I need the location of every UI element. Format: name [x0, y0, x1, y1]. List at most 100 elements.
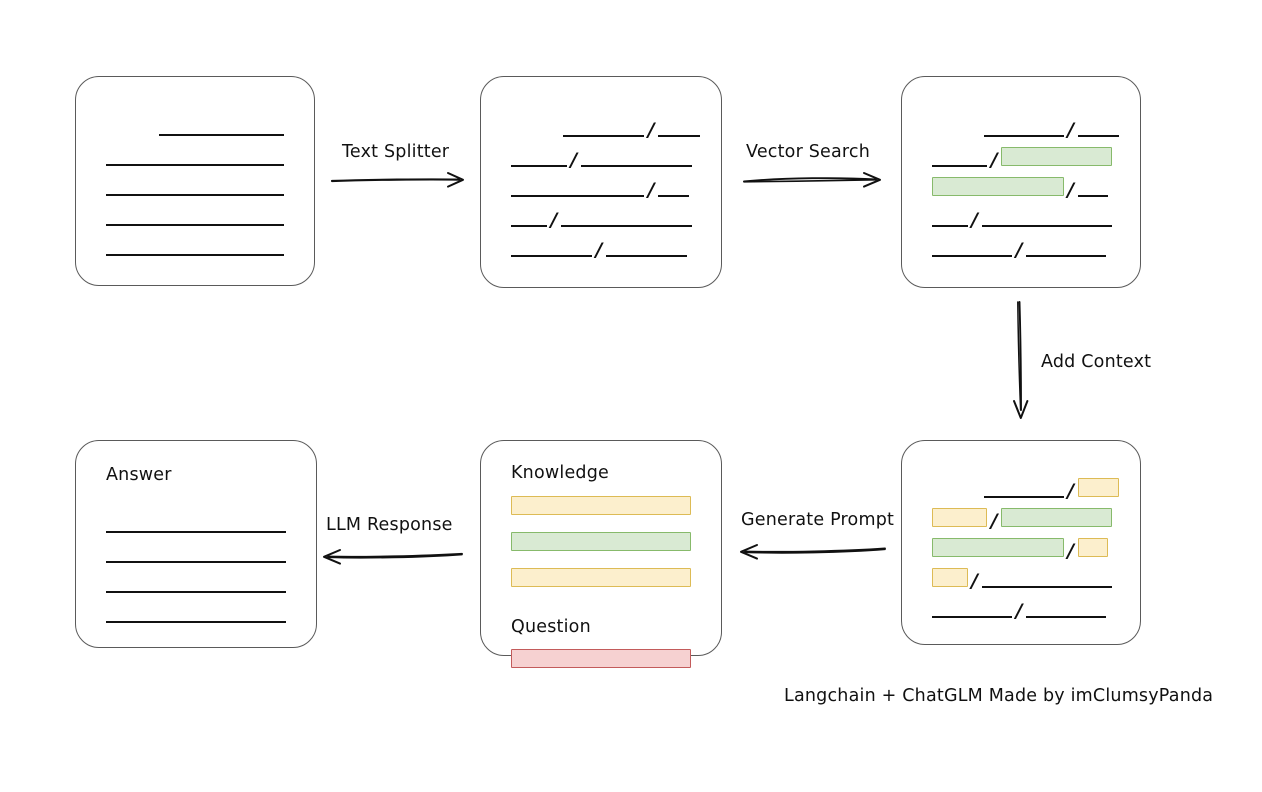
- node-prompt[interactable]: Knowledge Question: [480, 440, 722, 668]
- text-rule: [658, 182, 689, 197]
- prompt-content: Knowledge Question: [511, 441, 691, 668]
- arrow-down-icon: [1013, 301, 1029, 419]
- edge-vector-search: Vector Search: [742, 142, 887, 190]
- doc-line: /: [932, 468, 1119, 502]
- arrow-right-icon: [330, 172, 464, 188]
- doc-line: [106, 503, 286, 533]
- text-rule: [511, 152, 567, 167]
- doc-line: [106, 106, 284, 136]
- doc-line: [106, 563, 286, 593]
- text-rule: [511, 182, 645, 197]
- chunk-separator-slash: /: [971, 209, 979, 231]
- answer-label: Answer: [106, 465, 172, 485]
- text-rule: [1077, 122, 1119, 137]
- chunk-separator-slash: /: [971, 569, 979, 592]
- context-chunk-highlight: [1077, 537, 1108, 557]
- edge-llm-response-label: LLM Response: [326, 515, 453, 535]
- doc-line: /: [932, 588, 1110, 622]
- text-rule: [983, 483, 1064, 498]
- text-rule: [932, 242, 1013, 257]
- text-rule: [1026, 603, 1107, 618]
- edge-add-context: Add Context: [1008, 300, 1188, 425]
- doc-line: /: [932, 167, 1110, 200]
- node-matched-chunks[interactable]: /////: [901, 76, 1141, 288]
- doc-line: /: [932, 197, 1112, 231]
- doc-line: /: [932, 558, 1112, 592]
- node-context-chunks[interactable]: / / / / /: [901, 440, 1141, 645]
- node-split-chunks[interactable]: / / / / /: [480, 76, 722, 288]
- doc-line: /: [511, 197, 693, 231]
- chunk-separator-slash: /: [550, 209, 558, 231]
- doc-line: [106, 196, 284, 226]
- doc-line: /: [932, 107, 1119, 140]
- matched-chunk-highlight: [1001, 147, 1112, 166]
- text-rule: [606, 242, 687, 257]
- doc-line: /: [511, 167, 691, 201]
- text-rule: [159, 121, 284, 136]
- doc-line: [106, 166, 284, 196]
- knowledge-bar: [511, 568, 691, 587]
- edge-generate-prompt-label: Generate Prompt: [741, 510, 895, 530]
- context-chunk-highlight: [1077, 477, 1119, 497]
- text-rule: [983, 122, 1064, 137]
- source-document-lines: [106, 77, 284, 285]
- knowledge-bar: [511, 532, 691, 551]
- doc-line: [106, 136, 284, 166]
- matched-chunk-highlight: [932, 177, 1064, 196]
- chunk-separator-slash: /: [1015, 599, 1023, 622]
- chunk-separator-slash: /: [647, 119, 655, 141]
- text-rule: [981, 212, 1112, 227]
- knowledge-bar: [511, 496, 691, 515]
- text-rule: [106, 181, 284, 196]
- text-rule: [106, 518, 286, 533]
- text-rule: [1077, 182, 1108, 197]
- edge-generate-prompt: Generate Prompt: [735, 510, 894, 562]
- chunk-separator-slash: /: [647, 179, 655, 201]
- doc-line: /: [932, 498, 1112, 532]
- text-rule: [932, 212, 968, 227]
- node-answer[interactable]: Answer: [75, 440, 317, 648]
- text-rule: [106, 548, 286, 563]
- text-rule: [580, 152, 693, 167]
- chunk-separator-slash: /: [570, 149, 578, 171]
- arrow-right-icon: [743, 172, 881, 188]
- doc-line: /: [932, 227, 1110, 261]
- edge-llm-response: LLM Response: [318, 515, 468, 567]
- doc-line: /: [511, 227, 691, 261]
- chunk-separator-slash: /: [1015, 239, 1023, 261]
- prompt-knowledge-bars: [511, 496, 691, 605]
- edge-text-splitter: Text Splitter: [330, 142, 470, 190]
- doc-line: [106, 533, 286, 563]
- text-rule: [106, 241, 284, 256]
- doc-line: [106, 593, 286, 623]
- edge-text-splitter-label: Text Splitter: [342, 142, 450, 162]
- text-rule: [1026, 242, 1107, 257]
- doc-line: /: [932, 528, 1110, 562]
- doc-line: /: [932, 137, 1112, 170]
- doc-line: /: [511, 107, 700, 141]
- prompt-question-bars: [511, 649, 691, 686]
- question-bar: [511, 649, 691, 668]
- edge-add-context-label: Add Context: [1041, 352, 1152, 372]
- node-source-document[interactable]: [75, 76, 315, 286]
- answer-lines: [106, 503, 286, 623]
- doc-line: /: [511, 137, 693, 171]
- chunk-separator-slash: /: [990, 509, 998, 532]
- text-rule: [658, 122, 700, 137]
- text-rule: [106, 608, 286, 623]
- text-rule: [981, 573, 1112, 588]
- text-rule: [932, 152, 988, 167]
- answer-content: Answer: [106, 441, 286, 647]
- text-rule: [106, 578, 286, 593]
- prompt-knowledge-label: Knowledge: [511, 463, 609, 483]
- context-chunk-highlight: [932, 567, 968, 587]
- arrow-left-icon: [740, 544, 886, 560]
- footer-credit: Langchain + ChatGLM Made by imClumsyPand…: [784, 686, 1214, 706]
- chunk-separator-slash: /: [1067, 539, 1075, 562]
- text-rule: [106, 211, 284, 226]
- chunk-separator-slash: /: [595, 239, 603, 261]
- context-chunk-highlight: [932, 507, 988, 527]
- text-rule: [106, 151, 284, 166]
- chunk-separator-slash: /: [1067, 479, 1075, 502]
- split-chunks-lines: / / / / /: [511, 77, 700, 287]
